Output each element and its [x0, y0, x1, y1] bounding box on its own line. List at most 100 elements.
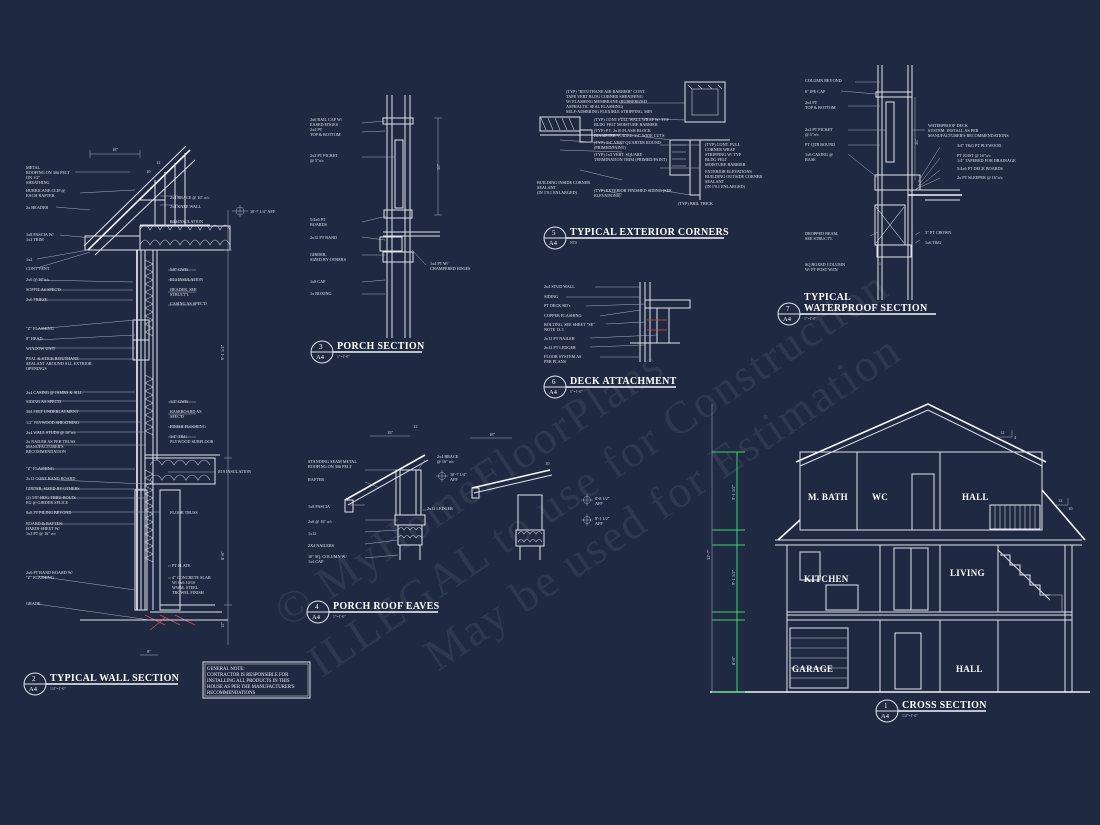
eaves-trim: 1x12	[308, 531, 316, 536]
note-cont-vent: CONT VENT	[26, 266, 50, 271]
room-hall-upper: HALL	[962, 492, 989, 502]
detail-sheet-3: A4	[316, 354, 325, 361]
note-1x2: 1x2	[26, 257, 32, 262]
note-piling: 8x8 PT PILING BEYOND	[26, 510, 71, 515]
room-garage: GARAGE	[792, 664, 833, 674]
note-fascia-2: 1x2 TRIM	[26, 237, 44, 242]
note-z-flash: "Z" FLASHING	[26, 326, 54, 331]
general-note-line-2: INSTALLING ALL PRODUCTS IN THIS	[207, 679, 290, 684]
dim-wall-h3: 12"	[220, 622, 225, 629]
detail-number-4: 4	[315, 603, 319, 611]
wp-picket-2: @ 5"o/c	[805, 132, 819, 137]
detail-sheet-2: A4	[29, 686, 38, 693]
detail-number-5: 5	[552, 229, 556, 237]
note-fascia: 1x8 FASCIA W/	[26, 232, 55, 237]
dim-slope-12: 12	[156, 160, 161, 165]
dim-wall-bottom: 8"	[147, 649, 151, 654]
porch-chamfer: 1x4 PT W/	[430, 261, 449, 266]
note-r13: R13 INSULATION	[170, 277, 203, 282]
cross-slope-run: 4	[1014, 435, 1017, 440]
corner-note-3: W/ FLASHING MEMBRANE (RUBBERIZED	[566, 99, 647, 104]
wp-pt: 2x4 PT	[805, 100, 818, 105]
wall-section-title: TYPICAL WALL SECTION	[50, 673, 180, 684]
room-wc: WC	[872, 492, 888, 502]
general-note-line-3: HOUSE AS PER THE MANUFACTURER'S	[207, 685, 295, 690]
eaves-roof: STANDING SEAM METAL	[308, 459, 357, 464]
dim-wall-top: 18"	[112, 147, 119, 152]
corner-note-17: (TYP) EXTERIOR FINISHED SIDING (SEE	[594, 188, 672, 193]
cross-dim-middle: 9'-1 1/2"	[731, 569, 736, 585]
general-note-box: GENERAL NOTE: CONTRACTOR IS RESPONSIBLE …	[202, 661, 311, 699]
eaves-brace: 2x4 BRACE	[437, 454, 459, 459]
corner-note-14: BUILDING INSIDE CORNER	[537, 180, 590, 185]
eaves-joist: 2x6 @ 16" o/c	[308, 519, 332, 524]
corner-note-15: SEALANT	[537, 185, 557, 190]
watermark: © MyHomeFloorPlans ILLEGAL to use for Co…	[265, 259, 910, 686]
note-felt: 30# FELT UNDERLAYMENT	[26, 409, 79, 414]
note-metal: METAL	[26, 165, 41, 170]
porch-chamfer-2: CHAMFERED EDGES	[430, 266, 471, 271]
wall-section-detail: METAL ROOFING ON 30# FELT ON 1/2" SHEATH…	[23, 145, 276, 696]
note-gwb58: 5/8" GWB	[170, 267, 188, 272]
detail-sheet-7: A4	[783, 316, 792, 323]
dim-slope-10: 10	[146, 169, 151, 174]
detail-sheet-6: A4	[549, 389, 558, 396]
detail-sheet-4: A4	[312, 614, 321, 621]
note-baseboard-2: SPEC'D	[170, 414, 184, 419]
wp-column: COLUMN BEYOND	[805, 78, 842, 83]
wp-ply: 3/4" T&G PT PLYWOOD	[957, 143, 1001, 148]
porch-boards-2: BOARDS	[310, 222, 328, 227]
porch-boards: 5/4x6 PT	[310, 217, 326, 222]
cross-section-title: CROSS SECTION	[902, 700, 987, 711]
porch-picket-2: @ 5"o/c	[310, 158, 324, 163]
wp-casing-2: BASE	[805, 157, 816, 162]
note-subfloor: 3/4" T&G	[170, 434, 187, 439]
eaves-slope-1: 12	[413, 424, 418, 429]
porch-section-detail: 2x6 RAIL CAP W/ EASED EDGES 2x4 PT TOP &…	[310, 95, 471, 364]
room-living: LIVING	[950, 568, 985, 578]
cross-section-scale: 1/4"=1'-0"	[902, 714, 918, 718]
note-band: 2x12 CONT BAND BOARD	[26, 476, 75, 481]
detail-number-3: 3	[319, 343, 323, 351]
room-master-bath: M. BATH	[808, 492, 848, 502]
wp-beam-2: SEE STRUCT'L	[805, 236, 833, 241]
note-header: 2x HEADER	[26, 205, 48, 210]
corner-note-20: CORNER WRAP	[705, 147, 736, 152]
note-girder: GIRDER, SIZED BY OTHERS	[26, 486, 80, 492]
note-hurricane: HURRICANE CLIP @	[26, 188, 65, 193]
porch-band: 2x12 PT BAND	[310, 235, 337, 240]
corner-note-25: BUILDING OUTSIDE CORNER	[705, 174, 762, 179]
note-header2: HEADER, SEE	[170, 287, 197, 293]
note-frieze: 2x6 FRIEZE	[26, 297, 48, 302]
porch-pt-2: TOP & BOTTOM	[310, 132, 341, 137]
corner-notes: (TYP) "BITUTHANE AIR BARRIER" CONT. TAPE…	[537, 89, 762, 206]
note-batten-3: 1x3 PT @ 16" o/c	[26, 531, 56, 536]
note-head: 8" HEAD	[26, 336, 42, 341]
corner-note-7: BLDG FELT MOISTURE BARRIER	[594, 122, 658, 127]
wp-pt-2: TOP & BOTTOM	[805, 105, 836, 110]
note-casing2: CASING AS SPEC'D	[170, 301, 207, 306]
porch-picket: 2x2 PT PICKET	[310, 153, 338, 158]
corner-note-12: (TYP) 1x3 VERT. SQUARE	[594, 152, 643, 157]
corner-note-4: ASPHALTIC SEAL FLASHING)	[566, 104, 624, 109]
cross-slope-rise: 12	[1000, 430, 1005, 435]
note-casing: 2x4 CASING @ JAMBS & SILL	[26, 390, 83, 395]
porch-roof-eaves-title: PORCH ROOF EAVES	[333, 601, 440, 612]
wp-crown: 3" PT CROWN	[925, 230, 951, 235]
porch-section-title: PORCH SECTION	[337, 341, 425, 352]
cross-dim-upper: 9'-1 1/2"	[731, 484, 736, 500]
wp-deck: WATERPROOF DECK	[928, 123, 968, 128]
corner-note-24: EXTERIOR ELEVATIONS	[705, 169, 752, 174]
note-baseboard: BASEBOARD AS	[170, 409, 202, 414]
deck-bolting: BOLTING, SEE SHEET "SE"	[544, 322, 595, 328]
note-subfloor-2: PLYWOOD SUBFLOOR	[170, 439, 214, 444]
note-metal-3: ON 1/2"	[26, 175, 40, 180]
note-plywood: 1/2" PLYWOOD SHEATHING	[26, 420, 79, 425]
note-soffit: SOFFIT AS SPEC'D	[26, 287, 61, 292]
deck-attachment-scale: 1"=1'-0"	[570, 390, 583, 394]
deck-attachment-detail: 2x4 STUD WALL SIDING PT DECK BD's COPPER…	[543, 282, 691, 399]
eaves-fascia: 1x8 FASCIA	[308, 504, 330, 509]
eaves-rafter: RAFTER	[308, 477, 324, 482]
note-bolts: (2) 5/8" HDG THRU-BOLTS	[26, 495, 76, 500]
waterproof-title-1: TYPICAL	[804, 292, 851, 303]
